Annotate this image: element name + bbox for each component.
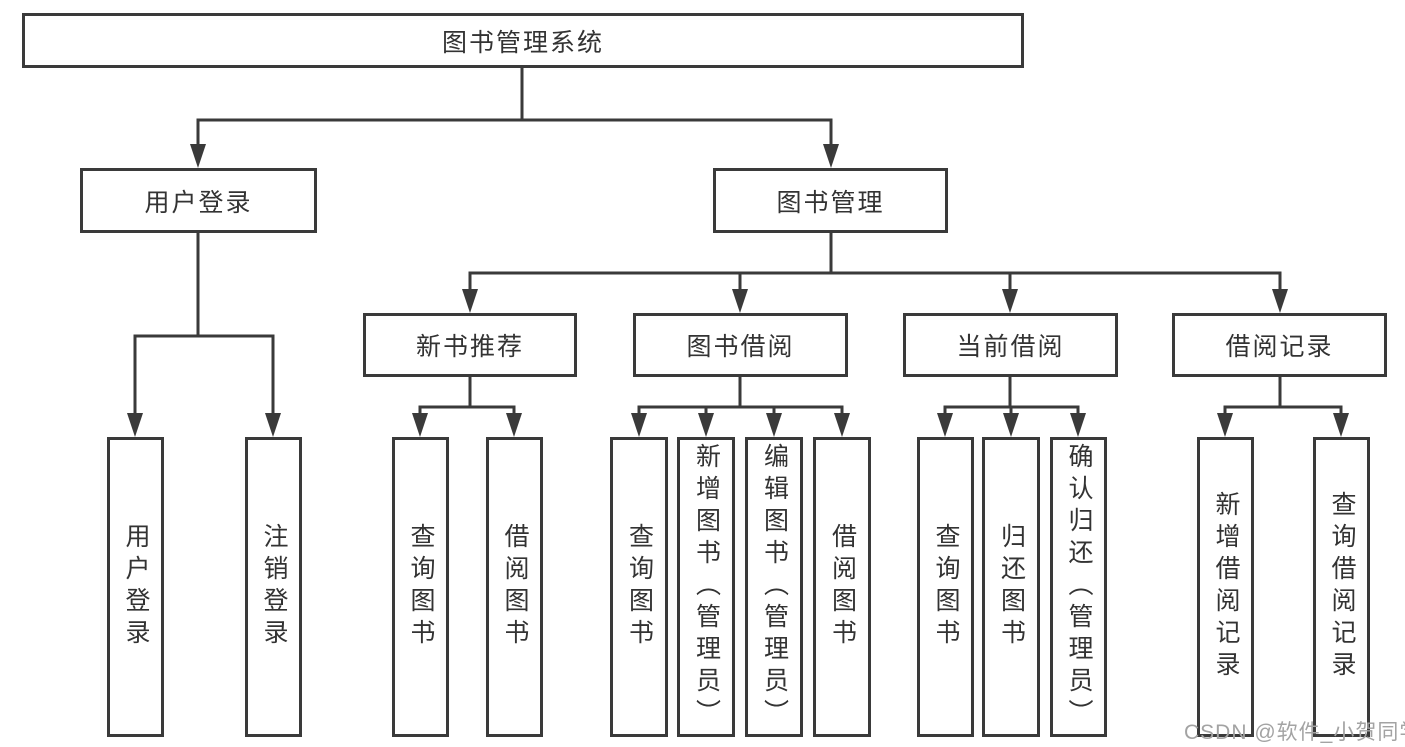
arrowhead: [834, 413, 850, 437]
arrowhead: [1003, 413, 1019, 437]
arrowhead: [190, 144, 206, 168]
leaf-query-borrow-record: 查询借阅记录: [1313, 437, 1370, 737]
node-library-management-system: 图书管理系统: [22, 13, 1024, 68]
arrowhead: [823, 144, 839, 168]
arrowhead: [1217, 413, 1233, 437]
arrowheads: [127, 144, 1349, 437]
arrowhead: [937, 413, 953, 437]
connector-newbook-to-leaves: [418, 377, 516, 416]
leaf-user-login: 用户登录: [107, 437, 164, 737]
arrowhead: [412, 413, 428, 437]
connector-userlogin-to-leaves: [133, 233, 275, 416]
arrowhead: [766, 413, 782, 437]
leaf-query-books: 查询图书: [610, 437, 668, 737]
connector-borrowing-to-leaves: [637, 377, 844, 416]
arrowhead: [1272, 289, 1288, 313]
arrowhead: [506, 413, 522, 437]
arrowhead: [1333, 413, 1349, 437]
leaf-query-books: 查询图书: [917, 437, 974, 737]
arrowhead: [265, 413, 281, 437]
node-current-borrowing: 当前借阅: [903, 313, 1118, 377]
connector-records-to-leaves: [1223, 377, 1343, 416]
leaf-return-books: 归还图书: [982, 437, 1040, 737]
leaf-borrow-books: 借阅图书: [813, 437, 871, 737]
arrowhead: [698, 413, 714, 437]
connector-current-to-leaves: [943, 377, 1080, 416]
arrowhead: [1002, 289, 1018, 313]
connector-bookmgmt-to-level3: [468, 233, 1282, 292]
node-book-borrowing: 图书借阅: [633, 313, 848, 377]
leaf-edit-books-admin: 编辑图书（管理员）: [745, 437, 803, 737]
arrowhead: [732, 289, 748, 313]
connector-root-to-level2: [196, 68, 833, 147]
node-book-management: 图书管理: [713, 168, 948, 233]
leaf-borrow-books: 借阅图书: [486, 437, 543, 737]
leaf-query-books: 查询图书: [392, 437, 449, 737]
arrowhead: [631, 413, 647, 437]
leaf-add-borrow-record: 新增借阅记录: [1197, 437, 1254, 737]
leaf-confirm-return-admin: 确认归还（管理员）: [1050, 437, 1107, 737]
arrowhead: [1070, 413, 1086, 437]
leaf-logout: 注销登录: [245, 437, 302, 737]
arrowhead: [462, 289, 478, 313]
node-new-book-recommendation: 新书推荐: [363, 313, 577, 377]
node-borrowing-records: 借阅记录: [1172, 313, 1387, 377]
node-user-login: 用户登录: [80, 168, 317, 233]
arrowhead: [127, 413, 143, 437]
leaf-add-books-admin: 新增图书（管理员）: [677, 437, 735, 737]
csdn-watermark: CSDN @软件_小贺同学: [1184, 721, 1405, 744]
